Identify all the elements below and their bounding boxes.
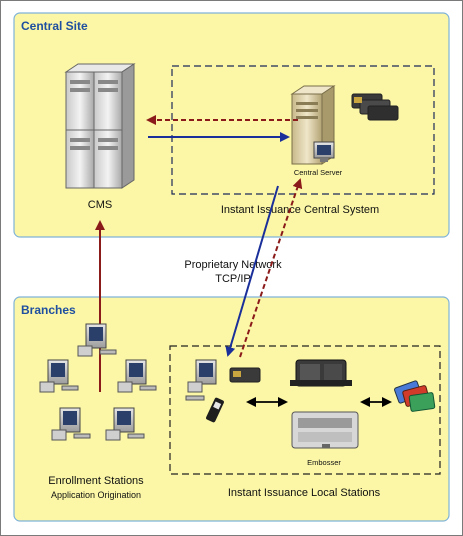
issued-cards-icon <box>394 380 436 412</box>
network-label-line2: TCP/IP <box>215 273 250 285</box>
central-server-label: Central Server <box>294 168 343 177</box>
branches-title: Branches <box>21 303 76 317</box>
server-to-branch-arrow <box>225 185 279 357</box>
embosser-label: Embosser <box>307 458 341 467</box>
local-station-pc-icon <box>185 359 217 401</box>
embosser-icon <box>291 411 359 449</box>
network-label-line1: Proprietary Network <box>184 259 282 271</box>
local-stations-box <box>169 345 441 475</box>
card-printer-device-icon <box>290 359 352 387</box>
enrollment-pc-icon-3 <box>117 359 157 393</box>
card-printer-icon <box>351 93 399 121</box>
enrollment-pc-icon-2 <box>39 359 79 393</box>
card-reader-icon <box>229 367 261 383</box>
enrollment-stations-label: Enrollment Stations <box>48 475 144 487</box>
local-stations-label: Instant Issuance Local Stations <box>228 487 381 499</box>
cms-server-icon <box>64 63 136 189</box>
central-system-label: Instant Issuance Central System <box>221 204 379 216</box>
central-server-icon <box>290 85 336 165</box>
central-site-title: Central Site <box>21 19 88 33</box>
cms-label: CMS <box>88 199 112 211</box>
branches-region <box>13 296 450 522</box>
branch-to-server-arrow <box>239 178 303 358</box>
enrollment-pc-icon-5 <box>105 407 145 441</box>
usb-token-icon <box>206 397 224 423</box>
enrollment-pc-icon-4 <box>51 407 91 441</box>
central-system-box <box>171 65 435 195</box>
enrollment-pc-icon-1 <box>77 323 117 357</box>
application-origination-label: Application Origination <box>51 490 141 500</box>
